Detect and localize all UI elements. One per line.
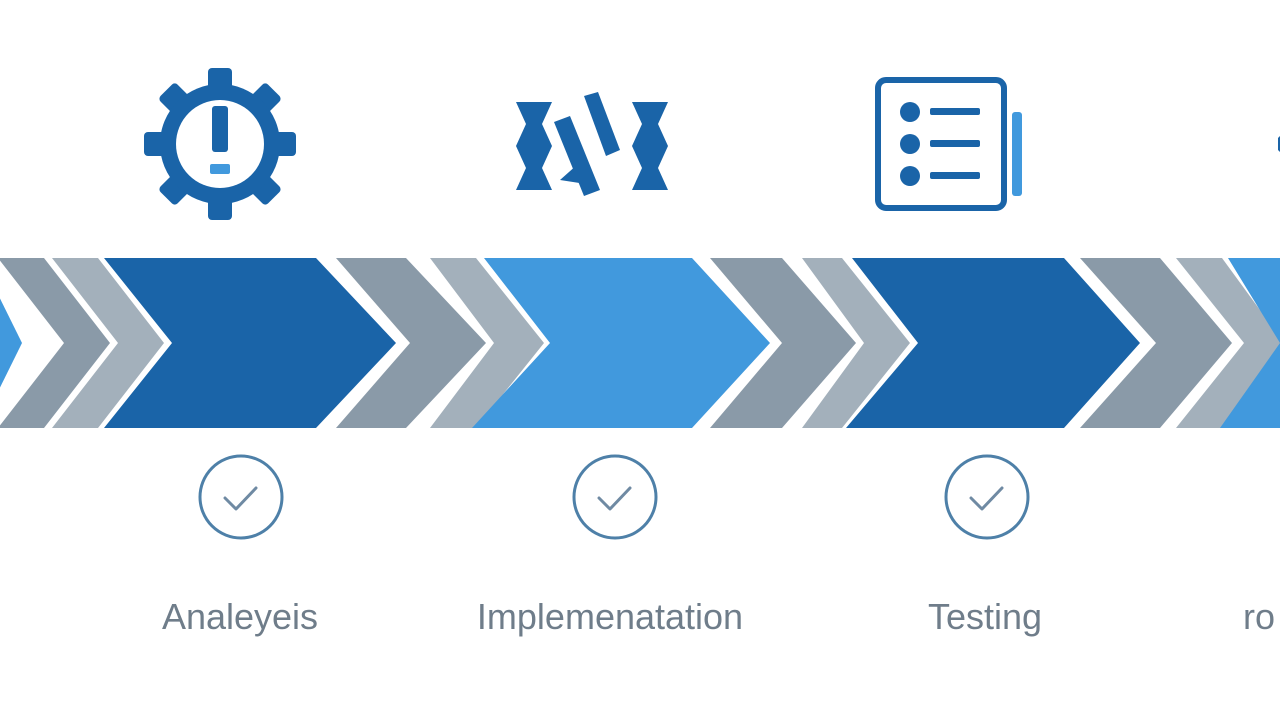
gear-exclamation-icon [140, 64, 300, 224]
chevron-gray-7 [1080, 258, 1232, 428]
chevron-gray-4 [430, 258, 544, 428]
chevron-lead-light-2 [0, 298, 22, 388]
chevron-stage-4 [1220, 258, 1280, 428]
chevron-gray-5 [710, 258, 856, 428]
check-circle-icon [942, 452, 1032, 542]
chevron-stage-1 [104, 258, 396, 428]
stage-label-analysis: Analeyeis [161, 596, 319, 637]
chevron-stage-2 [472, 258, 770, 428]
chevron-stage-3 [846, 258, 1140, 428]
stage-label-partial: ro [1243, 596, 1276, 637]
stage-label-testing: Testing [927, 596, 1043, 637]
chevron-gray-1 [0, 258, 110, 428]
check-circle-icon [196, 452, 286, 542]
chevron-gray-6 [802, 258, 910, 428]
code-glyph-icon [512, 64, 672, 224]
chevron-gray-2 [52, 258, 164, 428]
checklist-document-icon [872, 64, 1032, 224]
stage-label-implementation: Implemenatation [476, 596, 744, 637]
partial-icon [1262, 64, 1280, 224]
chevron-gray-8 [1176, 258, 1280, 428]
process-chevron-band [0, 258, 1280, 428]
chevron-gray-3 [336, 258, 486, 428]
check-circle-icon [570, 452, 660, 542]
